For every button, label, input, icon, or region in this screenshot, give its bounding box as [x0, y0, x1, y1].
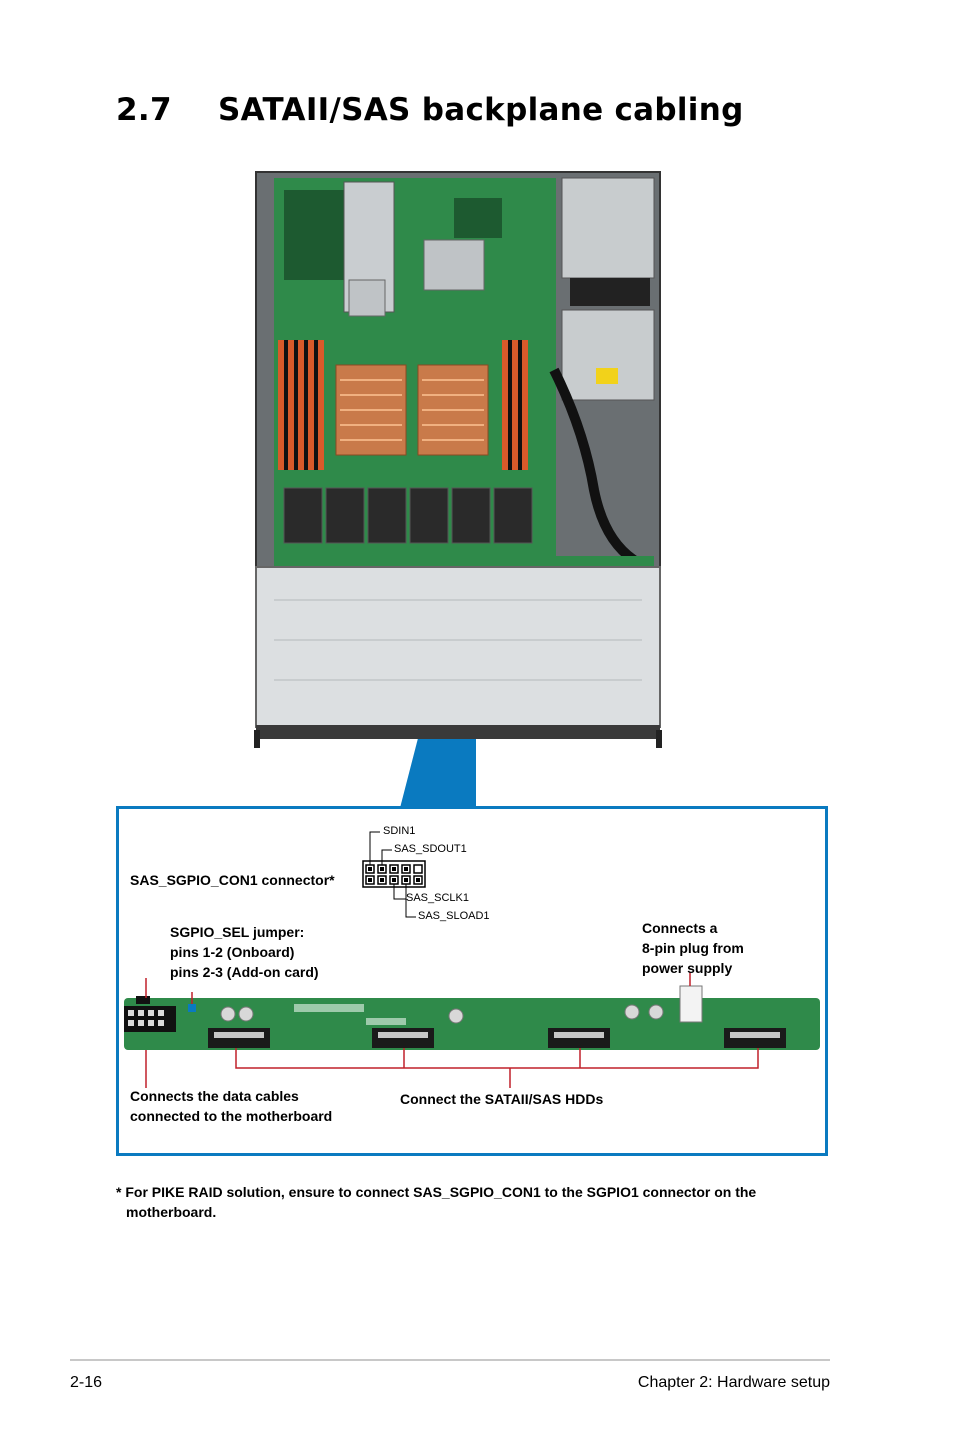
data-cable-label-line: Connects the data cables [130, 1088, 299, 1104]
jumper-label-line: pins 1-2 (Onboard) [170, 944, 295, 960]
footnote: * For PIKE RAID solution, ensure to conn… [116, 1184, 757, 1220]
power-connector-label: Connects a 8-pin plug from power supply [642, 918, 744, 978]
pin-label-sas-sclk1: SAS_SCLK1 [406, 892, 469, 904]
pin-label-sas-sload1: SAS_SLOAD1 [418, 910, 490, 922]
data-cable-label-line: connected to the motherboard [130, 1108, 333, 1124]
power-label-line: power supply [642, 960, 733, 976]
chapter-title: Chapter 2: Hardware setup [637, 1374, 830, 1391]
pin-label-sdin1: SDIN1 [383, 825, 416, 837]
section-title: 2.7 SATAII/SAS backplane cabling [116, 92, 744, 128]
section-number: 2.7 [116, 92, 172, 128]
data-cable-label: Connects the data cables connected to th… [130, 1086, 332, 1126]
jumper-label-line: pins 2-3 (Add-on card) [170, 964, 319, 980]
pin-label-sas-sdout1: SAS_SDOUT1 [394, 843, 467, 855]
jumper-label: SGPIO_SEL jumper: pins 1-2 (Onboard) pin… [170, 922, 319, 982]
backplane-board-image [124, 831, 820, 1088]
power-label-line: 8-pin plug from [642, 940, 744, 956]
sgpio-connector-label: SAS_SGPIO_CON1 connector* [130, 872, 335, 888]
page-number: 2-16 [70, 1374, 103, 1391]
footer-divider [70, 1359, 830, 1361]
jumper-label-line: SGPIO_SEL jumper: [170, 924, 305, 940]
section-title-text: SATAII/SAS backplane cabling [218, 92, 744, 128]
hdd-connector-label: Connect the SATAII/SAS HDDs [400, 1091, 604, 1107]
backplane-callout [116, 806, 828, 1156]
server-chassis-image [254, 171, 662, 748]
power-label-line: Connects a [642, 920, 718, 936]
